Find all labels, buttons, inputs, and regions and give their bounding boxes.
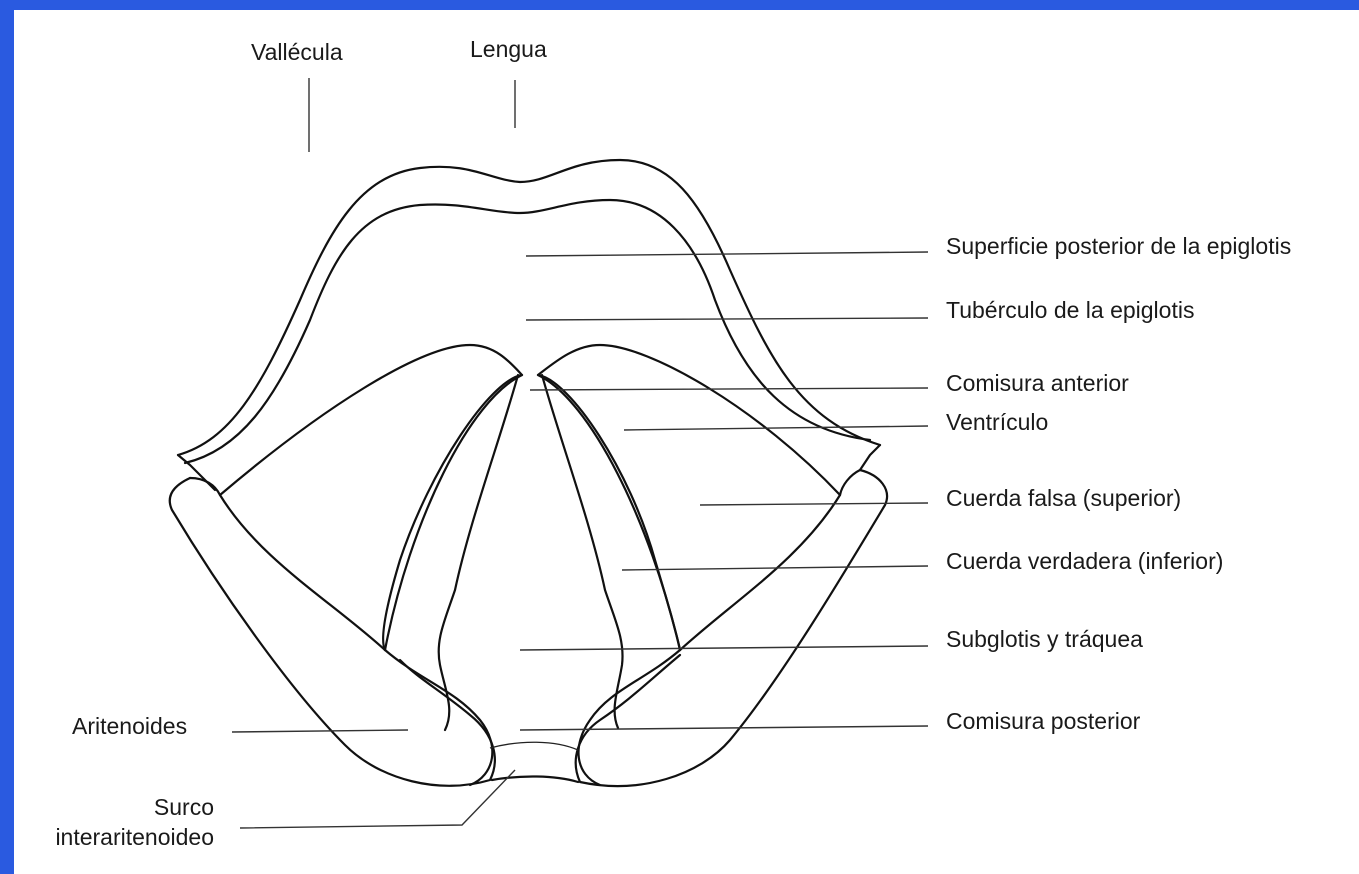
label-cuerda-verdadera: Cuerda verdadera (inferior) — [946, 548, 1223, 574]
interarytenoid-arc-upper — [490, 742, 578, 750]
label-superficie-posterior: Superficie posterior de la epiglotis — [946, 233, 1291, 259]
label-comisura-posterior: Comisura posterior — [946, 708, 1141, 734]
true-cord-right — [538, 375, 680, 650]
label-cuerda-falsa: Cuerda falsa (superior) — [946, 485, 1181, 511]
arytenoid-left-body — [385, 650, 492, 785]
leader-superficie-posterior — [526, 252, 928, 256]
label-surco-line2: interaritenoideo — [55, 824, 214, 850]
leader-subglotis — [520, 646, 928, 650]
label-tuberculo: Tubérculo de la epiglotis — [946, 297, 1194, 323]
false-cord-left — [220, 345, 522, 650]
epiglottis-inner-edge — [185, 200, 870, 463]
arytenoid-right-cap — [840, 470, 860, 495]
true-cord-right-inner — [542, 375, 623, 728]
leader-surco — [240, 770, 515, 828]
aryepiglottic-fold-left — [170, 478, 495, 786]
epiglottis-tip-right — [860, 445, 880, 470]
epiglottis-outer-edge — [178, 160, 880, 455]
true-cord-left — [383, 375, 522, 650]
arytenoid-left-cap — [190, 478, 220, 495]
leader-tuberculo — [526, 318, 928, 320]
leader-ventriculo — [624, 426, 928, 430]
leader-aritenoides — [232, 730, 408, 732]
label-surco-line1: Surco — [154, 794, 214, 820]
leader-comisura-anterior — [530, 388, 928, 390]
label-subglotis: Subglotis y tráquea — [946, 626, 1143, 652]
aryepiglottic-fold-right — [576, 470, 887, 786]
label-lengua: Lengua — [470, 36, 547, 62]
label-ventriculo: Ventrículo — [946, 409, 1048, 435]
true-cord-left-inner — [439, 375, 518, 730]
leader-comisura-posterior — [520, 726, 928, 730]
label-vallecula: Vallécula — [251, 39, 343, 65]
label-comisura-anterior: Comisura anterior — [946, 370, 1129, 396]
false-cord-right — [538, 345, 840, 650]
leader-cuerda-falsa — [700, 503, 928, 505]
arytenoid-right-body — [579, 650, 680, 785]
label-aritenoides: Aritenoides — [72, 713, 187, 739]
